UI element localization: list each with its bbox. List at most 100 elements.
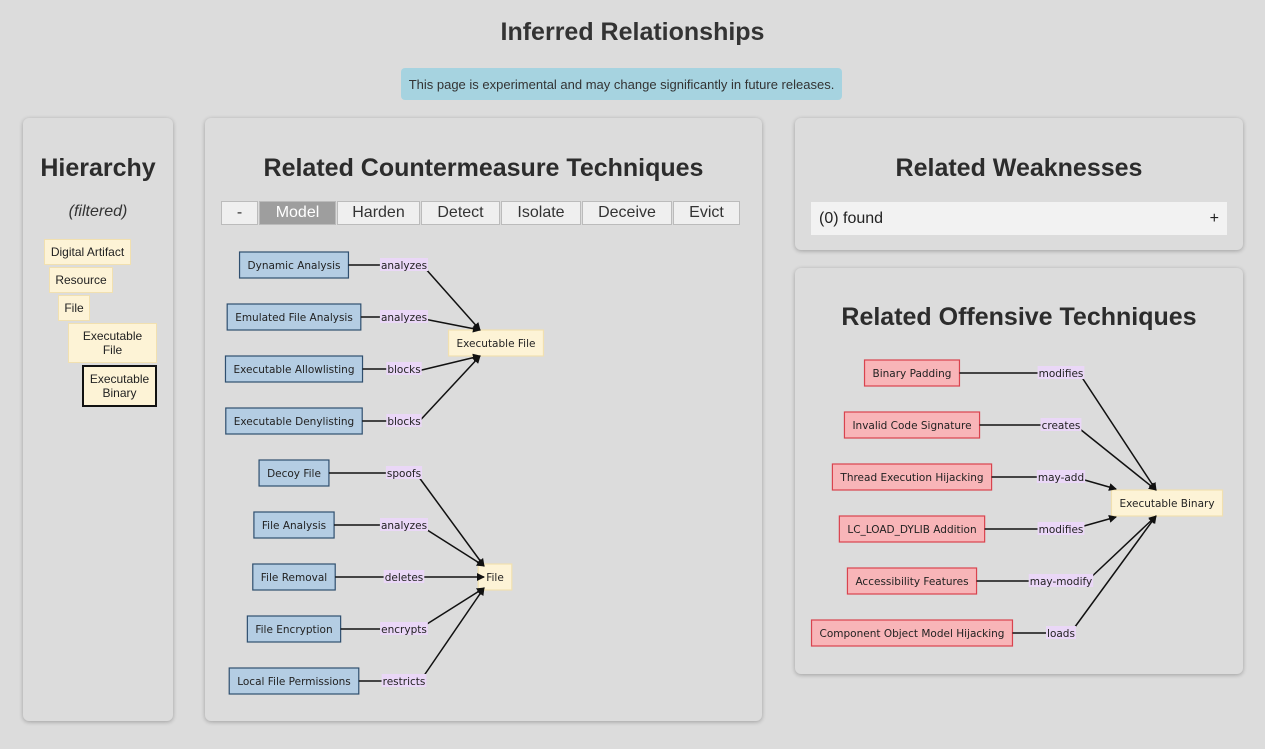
off-relation-2-bg: [1036, 470, 1086, 483]
off-node-component-object-model-hijacking[interactable]: Component Object Model Hijacking: [810, 619, 1014, 647]
hierarchy-subtitle: (filtered): [68, 203, 128, 220]
tab-model[interactable]: Model: [259, 201, 336, 225]
cm-edge-arrow: [423, 527, 485, 567]
cm-node-dynamic-analysis-box[interactable]: [238, 251, 350, 279]
cm-node-local-file-permissions-box[interactable]: [228, 667, 360, 695]
weaknesses-found-count: (0) found: [819, 209, 884, 227]
cm-edge-arrow: [417, 355, 481, 424]
hierarchy-item-digital-artifact[interactable]: Digital Artifact: [44, 239, 131, 265]
tab-harden[interactable]: Harden: [337, 201, 420, 225]
cm-node-local-file-permissions[interactable]: Local File Permissions: [228, 667, 360, 695]
cm-node-file-removal[interactable]: File Removal: [252, 563, 336, 591]
off-node-invalid-code-signature-label: Invalid Code Signature: [852, 420, 971, 432]
cm-relation-b1: analyzes: [379, 518, 429, 532]
cm-relation-a0-bg: [379, 258, 429, 271]
off-target-executable-binary-box[interactable]: [1110, 489, 1224, 517]
off-node-invalid-code-signature[interactable]: Invalid Code Signature: [843, 411, 981, 439]
cm-node-emulated-file-analysis[interactable]: Emulated File Analysis: [226, 303, 362, 331]
cm-relation-b3-bg: [380, 622, 428, 635]
off-relation-3-text: modifies: [1039, 524, 1084, 536]
off-node-binary-padding[interactable]: Binary Padding: [863, 359, 961, 387]
cm-relation-b1-text: analyzes: [381, 520, 427, 532]
cm-node-file-removal-box[interactable]: [252, 563, 336, 591]
cm-node-executable-allowlisting[interactable]: Executable Allowlisting: [224, 355, 364, 383]
off-edge-arrow: [1088, 515, 1157, 580]
off-relation-0-bg: [1037, 366, 1085, 379]
tab-deceive[interactable]: Deceive: [582, 201, 672, 225]
cm-relation-b1-bg: [379, 518, 429, 531]
cm-relation-b0-text: spoofs: [387, 468, 421, 480]
cm-node-dynamic-analysis-label: Dynamic Analysis: [248, 260, 341, 272]
off-node-component-object-model-hijacking-box[interactable]: [810, 619, 1014, 647]
off-node-thread-execution-hijacking[interactable]: Thread Execution Hijacking: [831, 463, 993, 491]
off-node-thread-execution-hijacking-label: Thread Execution Hijacking: [839, 472, 983, 484]
cm-node-decoy-file-label: Decoy File: [267, 468, 321, 480]
cm-relation-b2: deletes: [383, 570, 425, 584]
cm-node-emulated-file-analysis-label: Emulated File Analysis: [235, 312, 353, 324]
cm-target-executable-file-box[interactable]: [447, 329, 545, 357]
hierarchy-item-file[interactable]: File: [58, 295, 90, 321]
off-node-accessibility-features[interactable]: Accessibility Features: [846, 567, 978, 595]
cm-edge-arrow: [423, 318, 481, 333]
off-relation-1: creates: [1040, 418, 1082, 432]
tab-isolate[interactable]: Isolate: [501, 201, 581, 225]
off-node-lc-load-dylib-addition[interactable]: LC_LOAD_DYLIB Addition: [838, 515, 986, 543]
cm-relation-a1-bg: [379, 310, 429, 323]
cm-relation-b2-text: deletes: [385, 572, 424, 584]
hierarchy-item-executable-file[interactable]: Executable File: [68, 323, 157, 363]
cm-node-decoy-file[interactable]: Decoy File: [258, 459, 330, 487]
countermeasure-title: Related Countermeasure Techniques: [263, 154, 704, 182]
off-edge-arrow: [1071, 515, 1157, 632]
off-node-binary-padding-label: Binary Padding: [873, 368, 952, 380]
cm-relation-a1: analyzes: [379, 310, 429, 324]
cm-relation-a2: blocks: [386, 362, 422, 376]
tab-all[interactable]: -: [221, 201, 258, 225]
hierarchy-item-resource[interactable]: Resource: [49, 267, 113, 293]
cm-node-emulated-file-analysis-box[interactable]: [226, 303, 362, 331]
tab-detect[interactable]: Detect: [421, 201, 500, 225]
off-target-executable-binary[interactable]: Executable Binary: [1110, 489, 1224, 517]
off-relation-5: loads: [1046, 626, 1076, 640]
cm-relation-b4-text: restricts: [383, 676, 426, 688]
cm-node-file-encryption-box[interactable]: [246, 615, 342, 643]
expand-icon[interactable]: +: [1209, 209, 1219, 227]
cm-node-file-analysis[interactable]: File Analysis: [253, 511, 335, 539]
off-node-lc-load-dylib-addition-box[interactable]: [838, 515, 986, 543]
cm-relation-b3: encrypts: [380, 622, 428, 636]
countermeasure-panel: Related Countermeasure Techniques - Mode…: [205, 118, 762, 721]
cm-node-executable-allowlisting-label: Executable Allowlisting: [233, 364, 354, 376]
off-edge-arrow: [1080, 515, 1117, 528]
cm-node-dynamic-analysis[interactable]: Dynamic Analysis: [238, 251, 350, 279]
cm-relation-a3-bg: [386, 414, 422, 427]
cm-relation-b0: spoofs: [385, 466, 423, 480]
cm-node-file-encryption[interactable]: File Encryption: [246, 615, 342, 643]
off-edge-arrow: [1080, 478, 1117, 491]
cm-node-file-analysis-label: File Analysis: [262, 520, 326, 532]
off-node-invalid-code-signature-box[interactable]: [843, 411, 981, 439]
off-relation-5-text: loads: [1047, 628, 1075, 640]
cm-relation-a3-text: blocks: [387, 416, 420, 428]
off-relation-3-bg: [1037, 522, 1085, 535]
cm-node-executable-allowlisting-box[interactable]: [224, 355, 364, 383]
tab-evict[interactable]: Evict: [673, 201, 740, 225]
off-node-binary-padding-box[interactable]: [863, 359, 961, 387]
off-node-accessibility-features-label: Accessibility Features: [855, 576, 968, 588]
cm-relation-a2-text: blocks: [387, 364, 420, 376]
cm-relation-a0-text: analyzes: [381, 260, 427, 272]
off-relation-5-bg: [1046, 626, 1076, 639]
off-relation-0-text: modifies: [1039, 368, 1084, 380]
cm-node-executable-denylisting[interactable]: Executable Denylisting: [225, 407, 363, 435]
weaknesses-panel: Related Weaknesses (0) found +: [795, 118, 1243, 250]
cm-target-executable-file[interactable]: Executable File: [447, 329, 545, 357]
cm-node-local-file-permissions-label: Local File Permissions: [237, 676, 351, 688]
cm-relation-a0: analyzes: [379, 258, 429, 272]
hierarchy-item-executable-binary[interactable]: Executable Binary: [82, 365, 157, 407]
cm-node-file-removal-label: File Removal: [261, 572, 327, 584]
off-relation-3: modifies: [1037, 522, 1085, 536]
off-relation-1-text: creates: [1042, 420, 1081, 432]
off-node-thread-execution-hijacking-box[interactable]: [831, 463, 993, 491]
cm-relation-a3: blocks: [386, 414, 422, 428]
off-relation-0: modifies: [1037, 366, 1085, 380]
weaknesses-found-toggle[interactable]: (0) found +: [811, 202, 1227, 235]
